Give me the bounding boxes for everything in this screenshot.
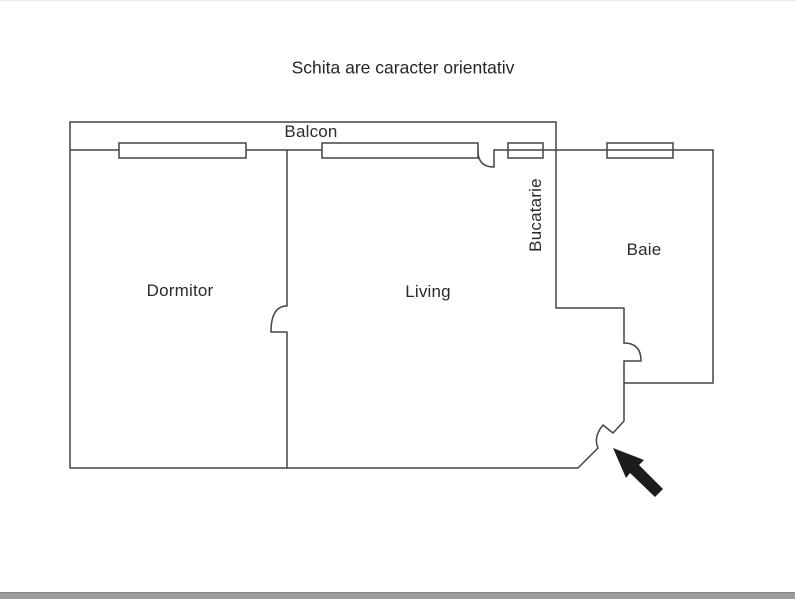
baie-hall-walls (623, 149, 714, 384)
window-dormitor (118, 142, 247, 159)
balcony-door (477, 149, 495, 168)
window-living (321, 142, 479, 159)
room-label-dormitor: Dormitor (146, 281, 214, 300)
balcon-top-wall (69, 121, 625, 344)
bottom-bar (0, 592, 795, 599)
room-label-balcon: Balcon (284, 122, 338, 141)
arrow-up-left-icon (613, 448, 663, 497)
disclaimer-title: Schita are caracter orientativ (291, 57, 515, 78)
room-label-baie: Baie (626, 240, 662, 259)
dormitor-living-wall-with-door (270, 149, 288, 469)
room-label-living: Living (405, 282, 451, 301)
hallway-door (623, 342, 642, 362)
window-baie (606, 142, 674, 159)
window-small (507, 142, 544, 159)
room-label-bucatarie: Bucatarie (526, 178, 545, 252)
apartment-outline (69, 121, 625, 469)
